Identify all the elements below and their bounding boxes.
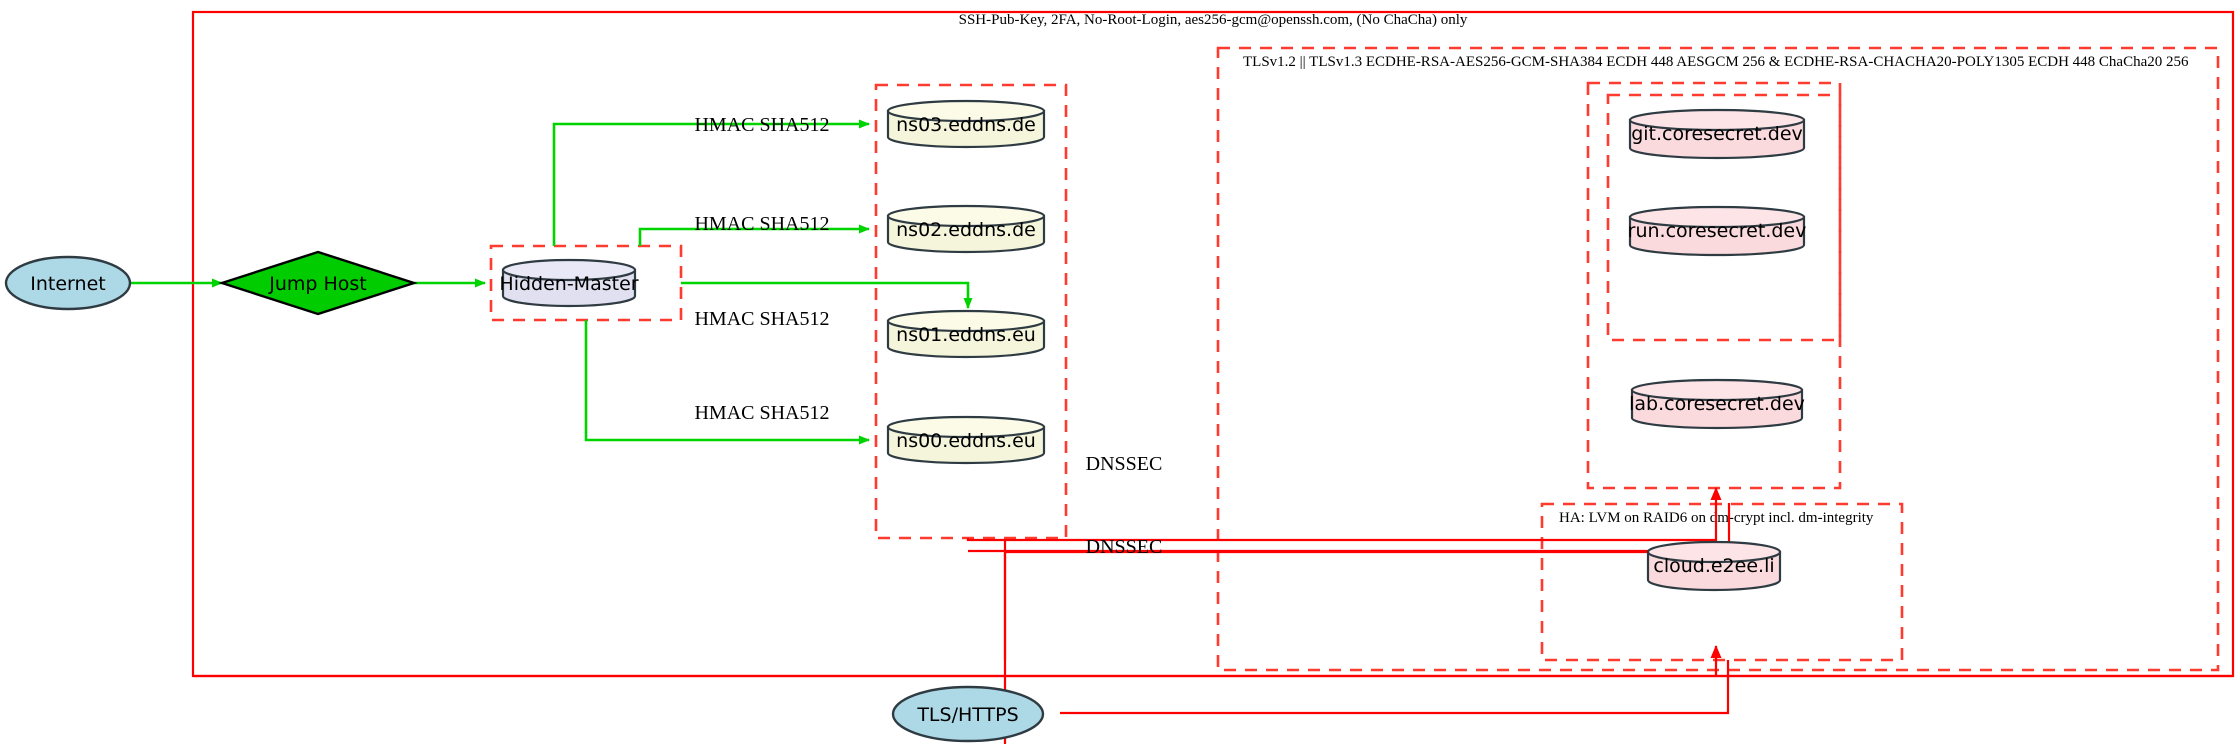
coresecret-group-inner-box (1606, 93, 1842, 342)
node-tls-https-label: TLS/HTTPS (916, 704, 1018, 726)
edge-label-dnssec-upper: DNSSEC (1086, 453, 1163, 475)
edge-label-hmac-ns00: HMAC SHA512 (694, 402, 829, 424)
edge-label-hmac-ns03: HMAC SHA512 (694, 114, 829, 136)
node-internet[interactable]: Internet (4, 255, 132, 311)
nameserver-boundary-box (874, 83, 1068, 540)
node-ns01-label: ns01.eddns.eu (896, 324, 1036, 346)
edge-hiddenmaster-to-ns01 (681, 281, 973, 309)
node-ns00[interactable]: ns00.eddns.eu (886, 415, 1046, 465)
edge-hiddenmaster-to-ns02 (638, 224, 870, 246)
node-ns02[interactable]: ns02.eddns.de (886, 204, 1046, 254)
node-git-coresecret-label: git.coresecret.dev (1631, 123, 1803, 145)
node-ns01[interactable]: ns01.eddns.eu (886, 309, 1046, 359)
edge-tls-to-ha-storage (1060, 660, 1730, 715)
edge-label-hmac-ns01: HMAC SHA512 (694, 308, 829, 330)
node-run-coresecret-label: run.coresecret.dev (1628, 220, 1807, 242)
node-lab-coresecret-label: lab.coresecret.dev (1629, 393, 1805, 415)
ssh-boundary-label: SSH-Pub-Key, 2FA, No-Root-Login, aes256-… (959, 12, 1468, 28)
node-jump-host-label: Jump Host (268, 273, 367, 295)
node-ns00-label: ns00.eddns.eu (896, 430, 1036, 452)
node-run-coresecret[interactable]: run.coresecret.dev (1628, 205, 1807, 257)
node-tls-https[interactable]: TLS/HTTPS (891, 685, 1045, 743)
edge-dnssec-upper (966, 487, 1722, 542)
node-ns02-label: ns02.eddns.de (896, 219, 1036, 241)
tls-cipher-boundary-box (1216, 46, 2220, 672)
edge-hiddenmaster-to-ns03 (552, 119, 870, 246)
node-lab-coresecret[interactable]: lab.coresecret.dev (1629, 378, 1805, 430)
edge-label-dnssec-lower: DNSSEC (1086, 536, 1163, 558)
node-git-coresecret[interactable]: git.coresecret.dev (1628, 108, 1806, 160)
node-internet-label: Internet (30, 273, 105, 295)
node-hidden-master-label: Hidden-Master (499, 273, 638, 295)
tls-cipher-label: TLSv1.2 || TLSv1.3 ECDHE-RSA-AES256-GCM-… (1243, 54, 2189, 70)
node-hidden-master[interactable]: Hidden-Master (499, 258, 639, 308)
node-jump-host[interactable]: Jump Host (218, 250, 418, 316)
ssh-boundary-box (191, 10, 2235, 678)
node-ns03-label: ns03.eddns.de (896, 114, 1036, 136)
node-cloud-e2ee-label: cloud.e2ee.li (1653, 555, 1774, 577)
edge-hiddenmaster-to-ns00 (584, 320, 870, 445)
edge-label-hmac-ns02: HMAC SHA512 (694, 213, 829, 235)
node-cloud-e2ee[interactable]: cloud.e2ee.li (1646, 540, 1782, 592)
node-ns03[interactable]: ns03.eddns.de (886, 99, 1046, 149)
ha-storage-boundary-box (1540, 502, 1904, 662)
